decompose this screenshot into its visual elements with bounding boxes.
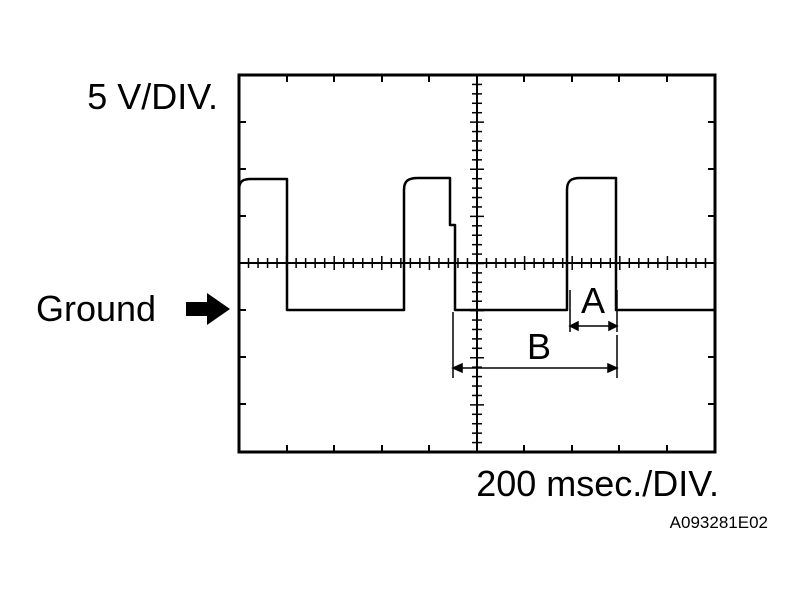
time-per-div-label: 200 msec./DIV.: [476, 463, 719, 504]
square-wave-trace: [237, 176, 715, 312]
marker-a-label: A: [581, 280, 605, 321]
dimension-a: [568, 290, 619, 332]
horizontal-axis-minor-ticks: [247, 256, 707, 270]
ground-label: Ground: [36, 288, 156, 329]
scope-border-ticks: [239, 75, 715, 452]
marker-b-label: B: [527, 326, 551, 367]
right-arrow-icon: [186, 293, 230, 325]
dimension-b: [451, 312, 619, 378]
scope-center-graticule: [239, 75, 715, 452]
volts-per-div-label: 5 V/DIV.: [87, 76, 218, 117]
figure-code: A093281E02: [670, 513, 768, 532]
